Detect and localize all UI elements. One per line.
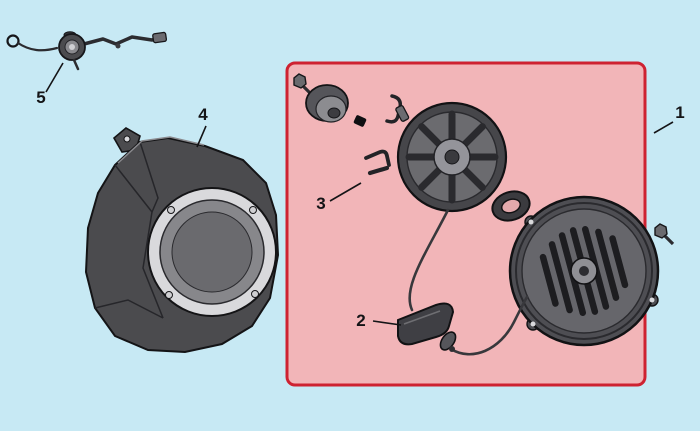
friction-spring-clips	[364, 94, 410, 176]
housing-facet-line-2	[139, 141, 159, 213]
mounting-bolt	[654, 223, 675, 246]
callout-label-5[interactable]: 5	[36, 88, 45, 107]
leader-line-4	[196, 125, 207, 148]
switch-center	[69, 44, 75, 50]
leader-line-3	[329, 182, 362, 202]
callout-4[interactable]: 4	[196, 105, 208, 148]
pulley-spokes	[405, 110, 499, 204]
rope-segment-1	[408, 208, 450, 312]
ratchet-pawl	[353, 115, 367, 127]
hex-bolt-head-right-icon	[654, 223, 668, 239]
handle-grip	[397, 302, 455, 346]
housing-opening-inner	[171, 211, 253, 293]
clip-plate	[395, 104, 410, 122]
housing-facet-line-1	[114, 164, 164, 319]
callout-5[interactable]: 5	[36, 62, 64, 107]
housing-bolt-hole-3	[165, 291, 173, 299]
housing-bolt-hole-2	[249, 206, 257, 214]
housing-tab-hole	[123, 135, 131, 143]
lug-hole-1	[528, 219, 534, 225]
lever-fastener	[115, 43, 121, 49]
switch-wire	[16, 41, 59, 52]
spring-clip-lower-2	[367, 165, 390, 176]
callout-3[interactable]: 3	[316, 182, 362, 213]
starter-handle	[397, 302, 457, 352]
handle-grip-line	[403, 310, 441, 325]
starter-cup-hub	[327, 107, 341, 119]
stop-switch-part	[6, 31, 168, 71]
handle-tip	[449, 346, 455, 352]
recoil-housing-hub-center	[579, 266, 589, 276]
leader-line-1	[653, 121, 674, 134]
friction-spring-washer	[491, 190, 531, 222]
callout-label-2[interactable]: 2	[356, 311, 365, 330]
leader-line-5	[45, 62, 64, 93]
fan-housing-part	[84, 127, 280, 354]
starter-rope	[408, 208, 529, 356]
callout-label-4[interactable]: 4	[198, 105, 208, 124]
hex-bolt-head-icon	[293, 73, 307, 89]
washer-hole	[500, 198, 522, 214]
ring-terminal-icon	[6, 34, 20, 48]
recoil-housing-ring	[515, 202, 653, 340]
handle-ferrule	[439, 331, 457, 351]
housing-bolt-hole-1	[167, 206, 175, 214]
rope-segment-2	[449, 295, 529, 356]
callout-2[interactable]: 2	[356, 311, 402, 330]
rope-pulley	[396, 101, 508, 213]
lug-hole-2	[530, 321, 536, 327]
callout-label-3[interactable]: 3	[316, 194, 325, 213]
recoil-starter-housing	[508, 195, 660, 347]
switch-screw	[72, 58, 80, 71]
housing-facet-line-3	[94, 299, 164, 319]
callout-label-1[interactable]: 1	[675, 103, 684, 122]
housing-bolt-hole-4	[251, 290, 259, 298]
housing-top-highlight	[117, 136, 205, 164]
callout-1[interactable]: 1	[653, 103, 685, 134]
starter-cup-assembly	[305, 84, 349, 123]
pulley-hub	[444, 149, 460, 165]
lug-hole-3	[649, 297, 655, 303]
leader-line-2	[372, 320, 402, 326]
lever-end-plate	[152, 31, 168, 44]
spring-clip-lower-1	[364, 149, 391, 167]
